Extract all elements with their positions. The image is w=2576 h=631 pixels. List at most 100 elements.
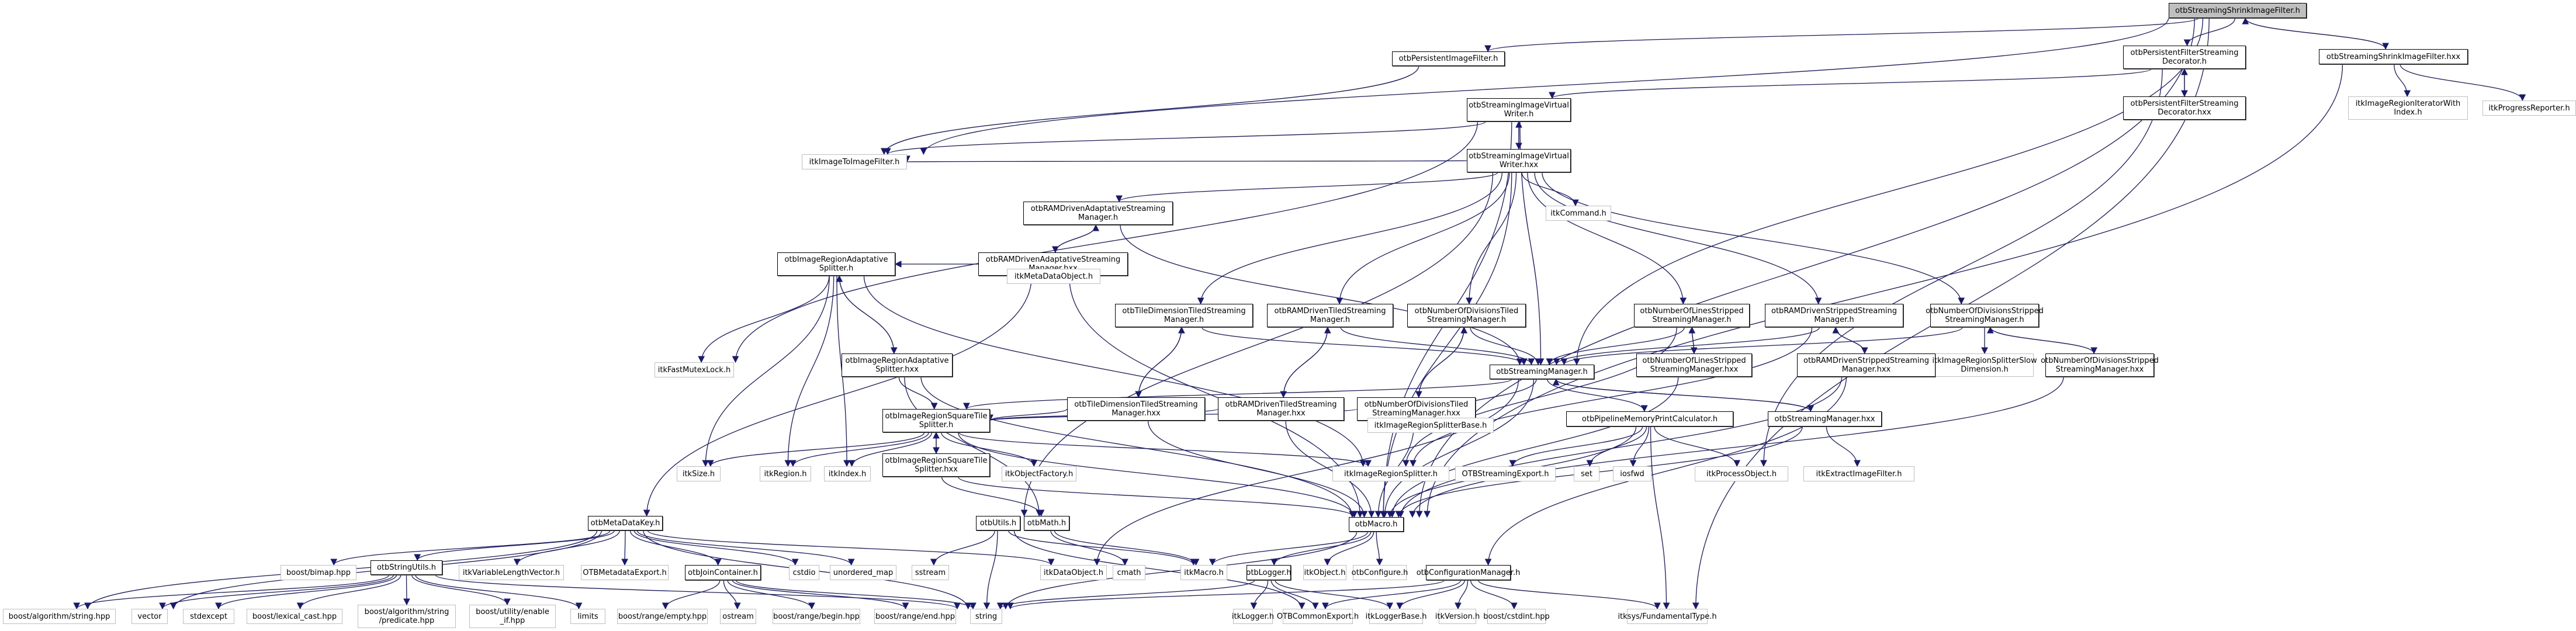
graph-node-otbmacro-h[interactable]: otbMacro.h [1349, 517, 1404, 532]
include-edge [629, 530, 722, 566]
graph-node-otbramdrivenadaptativestreamingmanager-h[interactable]: otbRAMDrivenAdaptativeStreaming Manager.… [1023, 202, 1173, 225]
node-label: iosfwd [1620, 469, 1644, 479]
node-label: otbImageRegionSquareTile Splitter.h [885, 412, 988, 429]
graph-node-itkfastmutexlock-h: itkFastMutexLock.h [655, 362, 734, 377]
graph-node-itklogger-h: itkLogger.h [1232, 609, 1274, 624]
include-edge [1324, 531, 1374, 566]
graph-node-otbimageregionadaptativesplitter-h[interactable]: otbImageRegionAdaptative Splitter.h [777, 252, 895, 276]
graph-node-vector: vector [131, 609, 168, 624]
include-edge [643, 275, 1033, 517]
include-edge [963, 379, 1512, 410]
graph-node-otbconfigure-h: otbConfigure.h [1352, 565, 1408, 580]
include-edge [414, 530, 615, 561]
include-edge [636, 530, 855, 566]
include-edge [2242, 17, 2386, 50]
graph-node-unordered-map: unordered_map [830, 565, 896, 580]
graph-node-itkdataobject-h: itkDataObject.h [1040, 565, 1107, 580]
graph-node-otbstreamingimagevirtualwriter-hxx[interactable]: otbStreamingImageVirtual Writer.hxx [1467, 149, 1571, 172]
include-edge [215, 574, 397, 610]
graph-node-otbnumberofdivisionstiledstreamingmanager-h[interactable]: otbNumberOfDivisionsTiled StreamingManag… [1407, 304, 1526, 327]
graph-node-otbstreamingmanager-h[interactable]: otbStreamingManager.h [1490, 365, 1594, 379]
graph-node-otbmetadatakey-h[interactable]: otbMetaDataKey.h [588, 516, 663, 531]
node-label: otbPipelineMemoryPrintCalculator.h [1581, 414, 1718, 424]
graph-node-otblogger-h[interactable]: otbLogger.h [1246, 565, 1292, 580]
include-edge [1987, 326, 2094, 354]
graph-node-otbpersistentfilterstreamingdecorator-hxx[interactable]: otbPersistentFilterStreaming Decorator.h… [2123, 96, 2246, 120]
graph-node-otbcommonexport-h: OTBCommonExport.h [1277, 609, 1359, 624]
graph-node-otbpersistentimagefilter-h[interactable]: otbPersistentImageFilter.h [1392, 51, 1505, 66]
node-label: otbTileDimensionTiledStreaming Manager.h… [1074, 400, 1198, 418]
graph-node-otbramdrivenstrippedstreamingmanager-hxx[interactable]: otbRAMDrivenStrippedStreaming Manager.hx… [1797, 353, 1936, 377]
node-label: otbPersistentFilterStreaming Decorator.h [2130, 48, 2239, 66]
graph-node-otbstreamingshrinkimagefilter-hxx[interactable]: otbStreamingShrinkImageFilter.hxx [2319, 49, 2468, 64]
graph-node-otbmath-h[interactable]: otbMath.h [1024, 516, 1069, 531]
include-edge [735, 580, 977, 610]
graph-node-otbstreamingexport-h: OTBStreamingExport.h [1455, 466, 1556, 481]
graph-node-boost-lexical-cast-hpp: boost/lexical_cast.hpp [247, 609, 342, 624]
graph-node-otbstringutils-h[interactable]: otbStringUtils.h [371, 560, 442, 575]
node-label: OTBCommonExport.h [1276, 612, 1359, 621]
graph-node-otbimageregionsquaretilesplitter-hxx[interactable]: otbImageRegionSquareTile Splitter.hxx [882, 453, 990, 477]
include-edge [1007, 530, 1197, 566]
graph-node-otbnumberoflinesstrippedstreamingmanager-h[interactable]: otbNumberOfLinesStripped StreamingManage… [1634, 304, 1750, 327]
graph-node-itkimageregionsplitter-h: itkImageRegionSplitter.h [1332, 466, 1449, 481]
include-edge [1573, 18, 2204, 366]
graph-node-otbpipelinememoryprintcalculator-h[interactable]: otbPipelineMemoryPrintCalculator.h [1566, 411, 1733, 427]
graph-node-iosfwd: iosfwd [1613, 466, 1651, 481]
graph-node-otbutils-h[interactable]: otbUtils.h [976, 516, 1020, 531]
include-edge [958, 476, 1358, 518]
graph-node-otbnumberofdivisionstiledstreamingmanager-hxx[interactable]: otbNumberOfDivisionsTiled StreamingManag… [1357, 397, 1476, 421]
graph-node-otbjoincontainer-h[interactable]: otbJoinContainer.h [685, 565, 761, 580]
node-label: otbMath.h [1027, 519, 1067, 528]
include-edge [1201, 327, 1528, 366]
graph-node-otbnumberofdivisionsstrippedstreamingmanager-hxx[interactable]: otbNumberOfDivisionsStripped StreamingMa… [2041, 353, 2159, 377]
graph-node-otbnumberofdivisionsstrippedstreamingmanager-h[interactable]: otbNumberOfDivisionsStripped StreamingMa… [1926, 304, 2044, 327]
include-edge [1521, 172, 1579, 207]
graph-node-sstream: sstream [912, 565, 949, 580]
graph-node-stdexcept: stdexcept [183, 609, 234, 624]
include-edge [790, 432, 929, 467]
graph-node-otbnumberoflinesstrippedstreamingmanager-hxx[interactable]: otbNumberOfLinesStripped StreamingManage… [1636, 353, 1752, 377]
include-edge [435, 574, 961, 610]
node-label: itkMacro.h [1184, 568, 1224, 577]
include-edge [1396, 580, 1465, 610]
include-edge [1336, 172, 1510, 305]
graph-node-itkextractimagefilter-h: itkExtractImageFilter.h [1803, 466, 1914, 481]
graph-node-otbtiledimensiontiledstreamingmanager-h[interactable]: otbTileDimensionTiledStreaming Manager.h [1115, 304, 1253, 327]
include-edge [1629, 426, 1650, 467]
graph-node-otbimageregionsquaretilesplitter-h[interactable]: otbImageRegionSquareTile Splitter.h [882, 409, 990, 432]
graph-node-otbtiledimensiontiledstreamingmanager-hxx[interactable]: otbTileDimensionTiledStreaming Manager.h… [1067, 397, 1205, 421]
graph-node-otbstreamingmanager-hxx[interactable]: otbStreamingManager.hxx [1768, 411, 1882, 427]
node-label: otbNumberOfDivisionsStripped StreamingMa… [2041, 356, 2159, 374]
graph-node-set: set [1574, 466, 1599, 481]
graph-node-otbramdriventiledstreamingmanager-h[interactable]: otbRAMDrivenTiledStreaming Manager.h [1267, 304, 1393, 327]
node-label: itkSize.h [682, 469, 715, 479]
include-edge [1484, 18, 2199, 53]
include-edge [1650, 426, 1670, 610]
include-edge [958, 432, 1372, 467]
graph-node-otbpersistentfilterstreamingdecorator-h[interactable]: otbPersistentFilterStreaming Decorator.h [2123, 46, 2246, 69]
node-label: otbStreamingManager.hxx [1774, 414, 1875, 424]
include-edge [1553, 378, 1811, 412]
node-label: otbConfigurationManager.h [1416, 568, 1521, 577]
graph-node-otbramdrivenstrippedstreamingmanager-h[interactable]: otbRAMDrivenStrippedStreaming Manager.h [1765, 304, 1903, 327]
graph-node-otbconfigurationmanager-h[interactable]: otbConfigurationManager.h [1417, 565, 1520, 580]
graph-node-otbstreamingshrinkimagefilter-h[interactable]: otbStreamingShrinkImageFilter.h [2169, 3, 2307, 18]
include-edge [1380, 172, 1512, 518]
include-edge [1209, 531, 1368, 566]
include-edge [1586, 426, 1647, 467]
graph-node-itkobject-h: itkObject.h [1303, 565, 1346, 580]
graph-node-otbramdriventiledstreamingmanager-hxx[interactable]: otbRAMDrivenTiledStreaming Manager.hxx [1218, 397, 1344, 421]
node-label: OTBMetadataExport.h [583, 568, 667, 577]
include-edge [941, 476, 1045, 517]
include-edge [848, 432, 933, 467]
graph-node-boost-bimap-hpp: boost/bimap.hpp [281, 565, 356, 580]
node-label: otbNumberOfLinesStripped StreamingManage… [1640, 307, 1744, 324]
include-edge [1402, 327, 1677, 467]
include-edge [1553, 327, 1820, 366]
include-edge [1470, 580, 1518, 610]
graph-node-otbimageregionadaptativesplitter-hxx[interactable]: otbImageRegionAdaptative Splitter.hxx [842, 353, 953, 377]
graph-node-itkmetadataobject-h: itkMetaDataObject.h [1007, 269, 1100, 284]
node-label: OTBStreamingExport.h [1462, 469, 1549, 479]
graph-node-otbstreamingimagevirtualwriter-h[interactable]: otbStreamingImageVirtual Writer.h [1467, 98, 1571, 122]
